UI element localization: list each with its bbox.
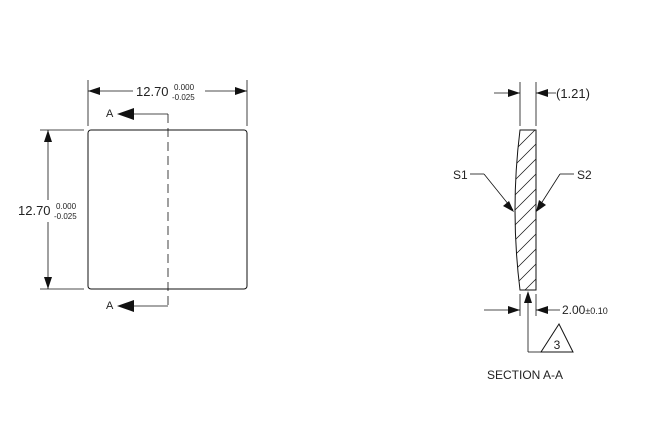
s2-leader: S2: [536, 168, 592, 212]
center-thickness-dimension: 2.00±0.10: [484, 294, 608, 317]
width-dimension: 12.70 0.000 -0.025: [87, 80, 248, 126]
section-arrow-bottom: A: [106, 300, 168, 312]
edge-thickness-value: (1.21): [556, 86, 590, 101]
note-flag-triangle: [540, 322, 574, 353]
center-thickness-tol: ±0.10: [585, 306, 607, 316]
section-hatching: [515, 130, 536, 290]
section-title: SECTION A-A: [487, 368, 563, 382]
section-arrow-top: A: [106, 108, 168, 120]
width-dim-nominal: 12.70: [136, 84, 169, 99]
edge-thickness-dimension: (1.21): [494, 82, 590, 126]
front-view-outline: [87, 129, 248, 290]
center-thickness-value: 2.00: [562, 303, 586, 317]
height-dim-lower-tol: -0.025: [54, 212, 77, 221]
section-label-top: A: [106, 108, 114, 120]
lens-section-profile: [514, 129, 537, 291]
front-view: A A 12.70 0.000 -0.025 1: [18, 80, 248, 312]
s2-label: S2: [577, 168, 592, 182]
section-view: (1.21) S1 S2 2.00±0.10: [453, 82, 608, 382]
width-dim-lower-tol: -0.025: [172, 93, 195, 102]
height-dim-nominal: 12.70: [18, 203, 51, 218]
svg-text:2.00±0.10: 2.00±0.10: [562, 303, 608, 317]
width-dim-upper-tol: 0.000: [174, 83, 195, 92]
height-dimension: 12.70 0.000 -0.025: [18, 129, 84, 290]
note-flag: 3: [524, 291, 574, 353]
section-label-bottom: A: [106, 300, 114, 312]
s1-leader: S1: [453, 168, 514, 212]
s1-label: S1: [453, 168, 468, 182]
note-flag-number: 3: [554, 338, 561, 352]
height-dim-upper-tol: 0.000: [56, 202, 77, 211]
